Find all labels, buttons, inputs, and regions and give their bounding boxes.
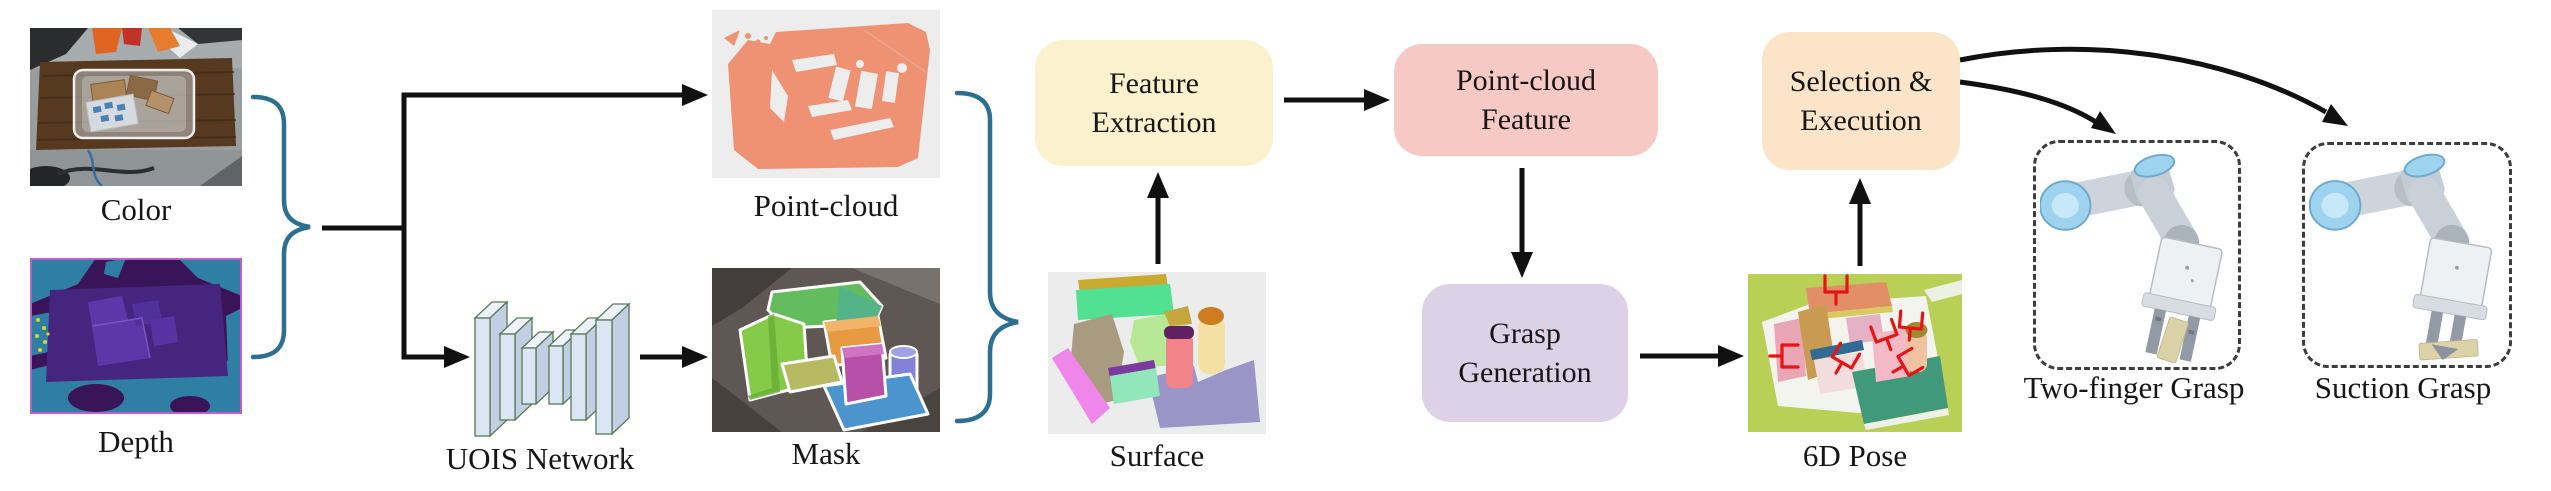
input-brace-icon bbox=[250, 94, 311, 360]
arrow-heads bbox=[444, 84, 2348, 368]
six-d-pose-label: 6D Pose bbox=[1802, 438, 1908, 473]
six-d-pose-image bbox=[1748, 274, 1962, 432]
two-finger-grasp-label: Two-finger Grasp bbox=[2023, 370, 2245, 405]
color-image bbox=[30, 28, 242, 186]
two-finger-grasp-image bbox=[2040, 147, 2234, 363]
two-finger-grasp-box bbox=[2033, 140, 2241, 370]
uois-network-label: UOIS Network bbox=[445, 441, 635, 476]
depth-label: Depth bbox=[98, 424, 174, 459]
selection-execution-box: Selection &Execution bbox=[1762, 32, 1960, 170]
surface-label: Surface bbox=[1109, 438, 1205, 473]
curved-arrow-to-suction bbox=[1959, 46, 2328, 115]
point-cloud-image bbox=[712, 10, 940, 178]
suction-grasp-box bbox=[2302, 142, 2512, 368]
suction-grasp-image bbox=[2309, 149, 2505, 361]
point-cloud-label: Point-cloud bbox=[753, 188, 899, 223]
mask-label: Mask bbox=[791, 436, 861, 471]
curved-arrow-to-two-finger bbox=[1959, 79, 2098, 125]
mask-image bbox=[712, 268, 940, 432]
selection-execution-box-label: Selection &Execution bbox=[1789, 65, 1933, 137]
uois-network-icon bbox=[455, 268, 645, 440]
color-label: Color bbox=[100, 192, 172, 227]
split-lines bbox=[322, 92, 407, 360]
depth-image bbox=[30, 258, 242, 414]
suction-grasp-label: Suction Grasp bbox=[2314, 370, 2492, 405]
surface-image bbox=[1048, 272, 1266, 434]
merge-brace-icon bbox=[954, 90, 1019, 424]
